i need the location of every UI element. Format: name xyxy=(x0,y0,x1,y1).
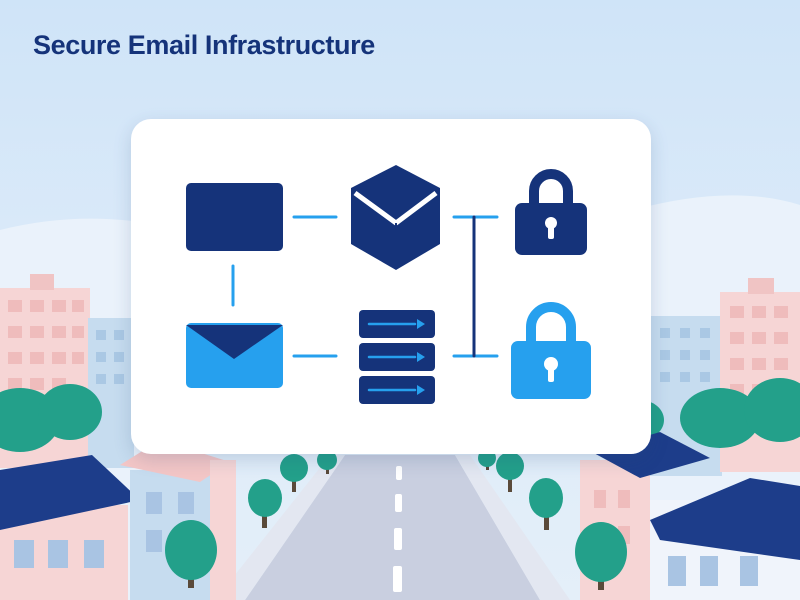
street-trees xyxy=(165,449,627,590)
envelope-icon xyxy=(186,323,283,388)
mail-tile-icon xyxy=(186,183,283,251)
tree-cluster xyxy=(0,378,800,452)
road-markings xyxy=(393,466,402,592)
infrastructure-card xyxy=(131,119,651,454)
cube-icon xyxy=(351,165,440,270)
server-stack-icon xyxy=(359,310,435,404)
road xyxy=(245,455,540,600)
sidewalk xyxy=(455,455,570,600)
lock-icon xyxy=(515,169,587,255)
page-title: Secure Email Infrastructure xyxy=(33,30,375,60)
network-diagram xyxy=(186,165,591,404)
lock-open-icon xyxy=(511,302,591,399)
sidewalk xyxy=(215,455,345,600)
